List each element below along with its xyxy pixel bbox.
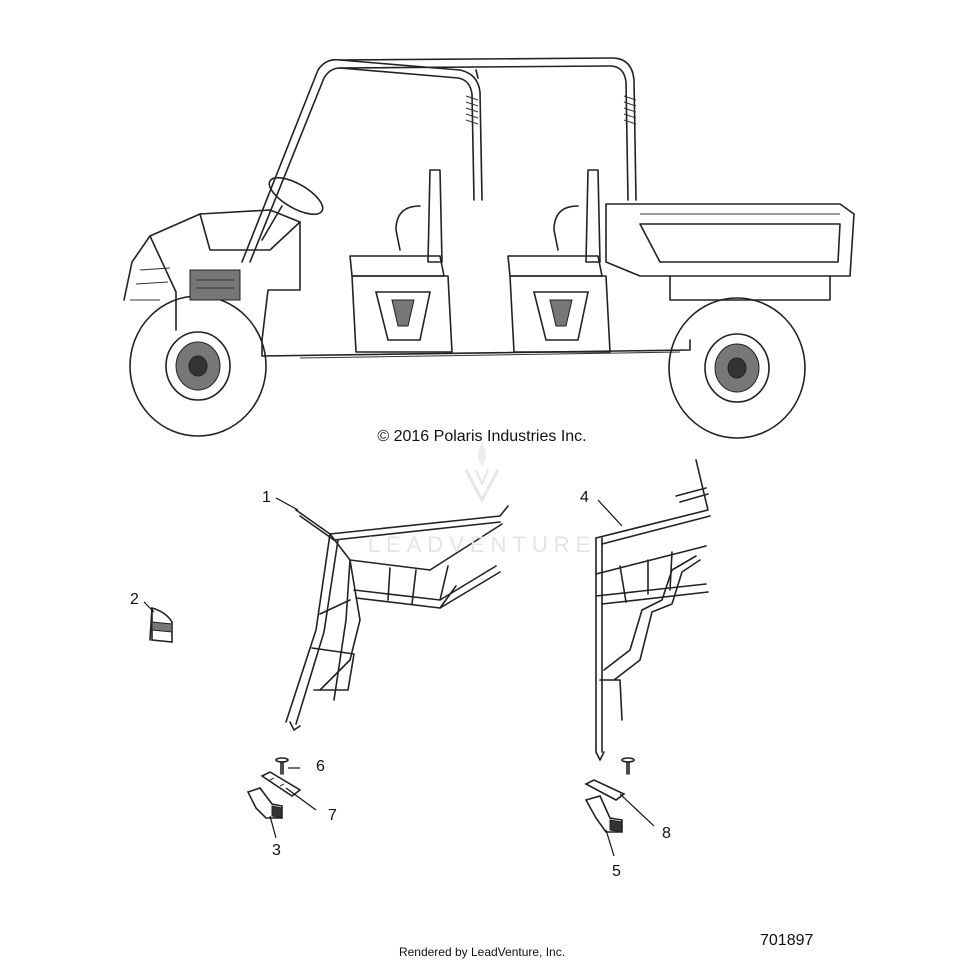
cargo-bed <box>605 203 855 301</box>
steering-wheel <box>261 176 324 241</box>
callout-1: 1 <box>262 489 271 506</box>
leader-lines <box>143 497 655 857</box>
drawing-number: 701897 <box>760 932 814 949</box>
callout-3: 3 <box>272 842 281 859</box>
floor-rail <box>261 339 691 357</box>
part-3-mount <box>246 787 283 819</box>
front-wheel <box>129 295 267 437</box>
callout-4: 4 <box>580 489 589 506</box>
rear-door-panel <box>509 275 611 353</box>
vehicle-illustration <box>123 57 855 439</box>
front-door-panel <box>351 275 453 353</box>
part-6-bolt <box>275 757 289 775</box>
part-1-front-side-net <box>285 505 509 731</box>
roll-cage <box>241 57 637 263</box>
part-4-rear-side-net <box>595 459 711 761</box>
callout-7: 7 <box>328 807 337 824</box>
callout-6: 6 <box>316 758 325 775</box>
rendered-by-footer: Rendered by LeadVenture, Inc. <box>398 945 566 959</box>
part-7-bracket <box>260 771 302 797</box>
callout-8: 8 <box>662 825 671 842</box>
part-8-bolt-bracket <box>584 757 635 801</box>
callout-5: 5 <box>612 863 621 880</box>
callout-2: 2 <box>130 591 139 608</box>
part-5-mount <box>584 795 623 833</box>
watermark-logo <box>464 442 500 504</box>
front-body <box>123 209 301 341</box>
rear-seat <box>507 169 603 277</box>
part-2-clip <box>149 606 173 643</box>
front-seat <box>349 169 445 277</box>
watermark-text: LEADVENTURE <box>367 532 597 557</box>
rear-wheel <box>668 297 806 439</box>
copyright-notice: © 2016 Polaris Industries Inc. <box>377 428 587 445</box>
